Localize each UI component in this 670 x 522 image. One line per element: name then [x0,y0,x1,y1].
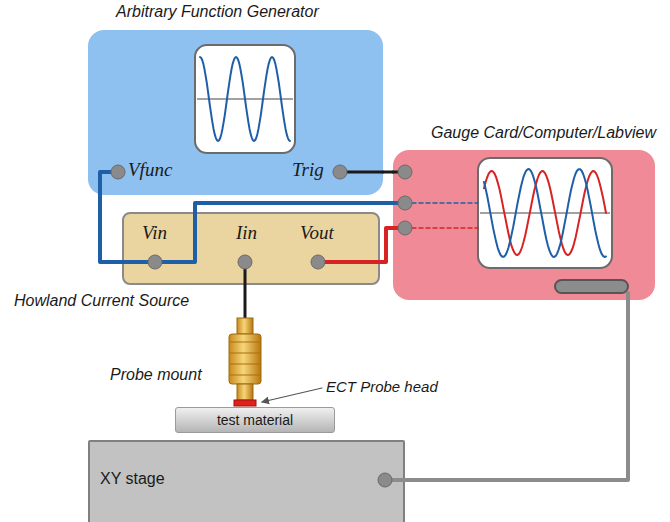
signal-wire [380,228,393,262]
signal-wire [100,195,122,262]
part-name: ECT Probe head [326,378,438,395]
port-connector [555,280,628,293]
stage-block: XY stage [88,440,405,522]
signal-wire [383,171,393,174]
pin-terminal [398,165,412,179]
pin-terminal [378,473,392,487]
pin-terminal [111,165,125,179]
node-label: XY stage [100,470,165,488]
screen-axis [480,213,610,214]
probe-cable [244,262,247,318]
probe-mount [229,334,261,384]
signal-wire [195,203,393,212]
pin-terminal [398,221,412,235]
signal-name: Vout [300,222,334,244]
pin-terminal [311,255,325,269]
node-label: Arbitrary Function Generator [116,3,319,21]
pin-terminal [333,165,347,179]
sine-wave [484,169,606,257]
probe-groove [230,375,260,376]
sine-wave [200,57,290,141]
node-label: Gauge Card/Computer/Labview [431,124,656,142]
screen [478,158,612,268]
leader-line [262,388,322,402]
screen [195,45,295,153]
probe-cap [237,318,253,334]
probe-groove [230,364,260,365]
pin-terminal [398,196,412,210]
signal-name: Vin [142,222,167,244]
probe-groove [230,342,260,343]
signal-name: Vfunc [128,159,172,181]
part-name: Probe mount [110,366,202,384]
pin-terminal [148,255,162,269]
signal-name: Trig [292,159,324,181]
node-label: test material [217,412,293,428]
wire-stub [318,260,380,264]
sine-wave [484,171,606,255]
signal-name: Iin [236,222,257,244]
node-label: Howland Current Source [14,292,189,310]
probe-head [234,400,256,406]
probe-shaft [237,384,253,400]
signal-wire [405,300,628,480]
probe-groove [230,353,260,354]
pin-terminal [238,255,252,269]
material-block: test material [175,407,335,433]
